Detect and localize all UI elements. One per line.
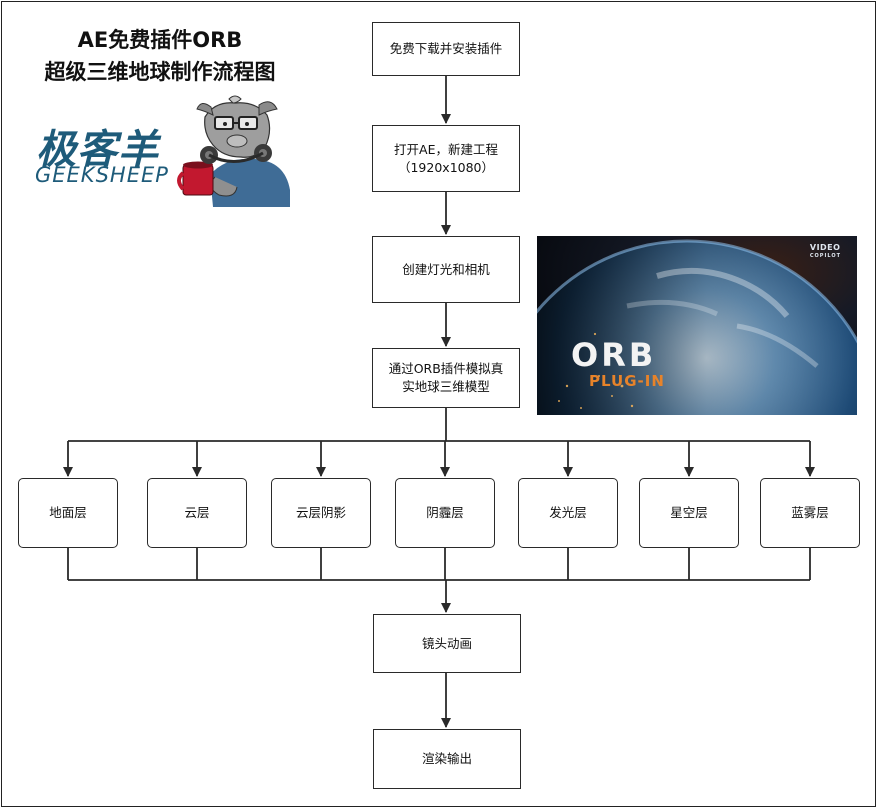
step-lights-camera: 创建灯光和相机 [372, 236, 520, 303]
step-camera-animation-label: 镜头动画 [421, 635, 472, 651]
step-open-ae-line-1: 打开AE，新建工程 [394, 141, 498, 157]
brand-line-1: VIDEO [809, 243, 841, 252]
layer-cloud: 云层 [147, 478, 247, 548]
layer-starfield: 星空层 [639, 478, 739, 548]
layer-starfield-label: 星空层 [670, 505, 708, 520]
step-orb-model: 通过ORB插件模拟真 实地球三维模型 [372, 348, 520, 408]
step-download-install: 免费下载并安装插件 [372, 22, 520, 76]
geeksheep-logo: 极客羊 GEEKSHEEP [30, 95, 300, 215]
layer-haze-label: 阴霾层 [426, 505, 464, 520]
layer-glow-label: 发光层 [549, 505, 587, 520]
orb-plugin-image: VIDEO COPILOT ORB PLUG-IN [537, 236, 857, 415]
step-lights-camera-label: 创建灯光和相机 [402, 261, 490, 277]
earth-globe-icon [537, 236, 857, 415]
brand-line-2: COPILOT [809, 253, 841, 259]
layer-haze: 阴霾层 [395, 478, 495, 548]
layer-cloud-shadow: 云层阴影 [271, 478, 371, 548]
step-orb-model-line-2: 实地球三维模型 [402, 379, 490, 394]
step-download-install-label: 免费下载并安装插件 [389, 41, 503, 56]
sheep-mascot-icon [177, 95, 290, 207]
step-camera-animation: 镜头动画 [373, 614, 521, 673]
step-render-output: 渲染输出 [373, 729, 521, 789]
title-line-1: AE免费插件ORB [77, 28, 243, 52]
layer-glow: 发光层 [518, 478, 618, 548]
layer-blue-fog: 蓝雾层 [760, 478, 860, 548]
layer-ground: 地面层 [18, 478, 118, 548]
step-open-ae-line-2: （1920x1080） [397, 159, 495, 175]
logo-english-text: GEEKSHEEP [35, 163, 169, 187]
orb-title: ORB [571, 336, 657, 374]
layer-blue-fog-label: 蓝雾层 [791, 505, 829, 520]
step-open-ae: 打开AE，新建工程 （1920x1080） [372, 125, 520, 192]
step-render-output-label: 渲染输出 [421, 751, 472, 766]
step-orb-model-line-1: 通过ORB插件模拟真 [388, 361, 504, 376]
layer-ground-label: 地面层 [49, 505, 87, 520]
layer-cloud-label: 云层 [184, 505, 210, 520]
orb-subtitle: PLUG-IN [589, 372, 665, 390]
video-copilot-brand: VIDEO COPILOT [810, 244, 841, 260]
logo-chinese-text: 极客羊 [36, 127, 159, 173]
title-line-2: 超级三维地球制作流程图 [44, 60, 276, 84]
layer-cloud-shadow-label: 云层阴影 [295, 505, 346, 520]
